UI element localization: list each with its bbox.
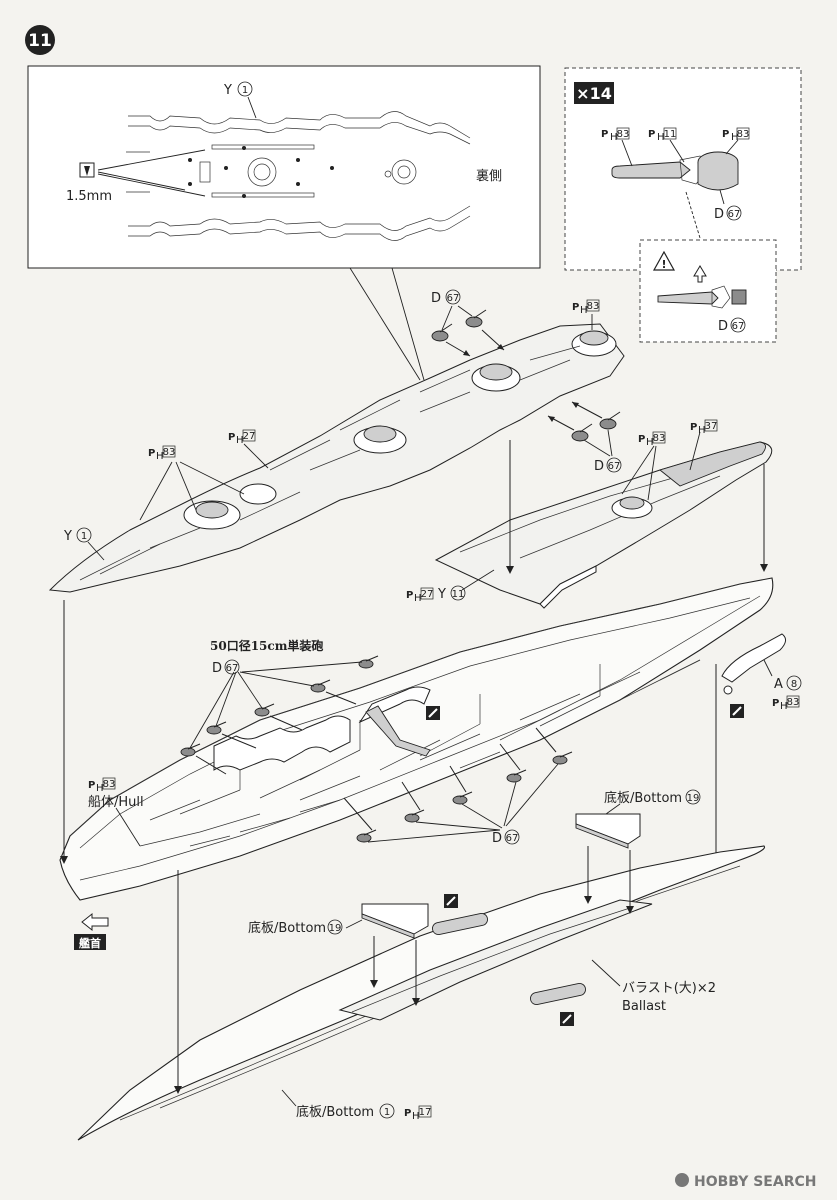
- bow-arrow-icon: [81, 912, 109, 932]
- svg-text:H: H: [412, 1111, 420, 1122]
- gun-title: 50口径15cm単装砲: [210, 638, 323, 653]
- ph27-number: 27: [243, 431, 256, 442]
- inset-ph-turret-prefix: P: [722, 129, 729, 140]
- bow-label: 艦首: [79, 936, 101, 950]
- ph37-number: 37: [705, 421, 718, 432]
- svg-text:!: !: [661, 258, 666, 271]
- inset-ph-barrel-sub: H: [610, 132, 618, 143]
- deck-d-right-number: 67: [608, 461, 621, 472]
- svg-text:P: P: [772, 698, 779, 709]
- y11-number: 11: [452, 589, 465, 600]
- deck-y1-number: 1: [81, 531, 87, 542]
- deck-d-top-letter: D: [431, 291, 441, 306]
- deck-y1-letter: Y: [63, 529, 72, 544]
- svg-text:H: H: [236, 435, 244, 446]
- svg-text:H: H: [156, 451, 164, 462]
- svg-text:P: P: [228, 432, 235, 443]
- inset-d-letter: D: [714, 207, 724, 222]
- watermark-text: HOBBY SEARCH: [694, 1174, 816, 1190]
- ph17-number: 17: [419, 1107, 432, 1118]
- svg-text:H: H: [96, 783, 104, 794]
- forward-deck: P H 83 P H 37 P H 27 Y 11: [406, 419, 773, 609]
- ph83-top-number: 83: [587, 301, 600, 312]
- inset-shield-number: 11: [664, 129, 677, 140]
- deck-guns-top: [431, 309, 621, 442]
- up-arrow-icon: [693, 265, 707, 283]
- glue-icon: [560, 1012, 574, 1026]
- bottom1-text: 底板/Bottom: [296, 1104, 374, 1120]
- bottom-plate: 底板/Bottom 19 底板/Bottom 19 バラスト(大)×2 Ball…: [77, 789, 766, 1141]
- bottom19-left-text: 底板/Bottom: [248, 920, 326, 936]
- svg-text:P: P: [404, 1108, 411, 1119]
- svg-text:P: P: [88, 780, 95, 791]
- inset-ph-shield-sub: H: [657, 132, 665, 143]
- hull: 50口径15cm単装砲 D 67 D 67 P H 83 船体/Hull 艦首 …: [59, 577, 802, 950]
- ph83-fore-number: 83: [653, 433, 666, 444]
- drill-size-label: 1.5mm: [66, 189, 112, 204]
- main-deck: D 67 D 67 P H 83 P H 27 P H 83 Y 1: [48, 289, 625, 593]
- svg-text:H: H: [646, 437, 654, 448]
- svg-text:P: P: [638, 434, 645, 445]
- ph83-hull-number: 83: [103, 779, 116, 790]
- watermark: HOBBY SEARCH: [675, 1173, 816, 1190]
- y11-letter: Y: [437, 587, 446, 602]
- warning-d-letter: D: [718, 319, 728, 334]
- bottom19-top-text: 底板/Bottom: [604, 790, 682, 806]
- a8-letter: A: [774, 677, 783, 692]
- inset-turret-number: 83: [737, 129, 750, 140]
- inset-panel: ×14 P H 83 P H 11 P H 83 D 67: [564, 67, 802, 271]
- svg-text:P: P: [690, 422, 697, 433]
- inset-d-number: 67: [728, 209, 741, 220]
- ph83-a-number: 83: [787, 697, 800, 708]
- step-badge: 11: [25, 25, 55, 55]
- deck-d-top-number: 67: [447, 293, 460, 304]
- detail-part-letter: Y: [223, 83, 232, 98]
- svg-text:H: H: [580, 305, 588, 316]
- hull-d-left-letter: D: [212, 661, 222, 676]
- step-number: 11: [28, 31, 52, 51]
- hull-name: 船体/Hull: [88, 795, 144, 810]
- inset-ph-turret-sub: H: [731, 132, 739, 143]
- ph27-y11-ph-number: 27: [421, 589, 434, 600]
- ballast-en: Ballast: [622, 999, 666, 1014]
- underside-label: 裏側: [476, 169, 502, 184]
- bottom19-top-number: 19: [687, 793, 700, 804]
- bottom19-left-number: 19: [329, 923, 342, 934]
- svg-text:P: P: [148, 448, 155, 459]
- inset-ph-barrel-prefix: P: [601, 129, 608, 140]
- detail-part-number: 1: [242, 85, 248, 96]
- warning-panel: ! D 67: [639, 239, 777, 343]
- inset-ph-shield-prefix: P: [648, 129, 655, 140]
- glue-icon: [444, 894, 458, 908]
- svg-text:H: H: [698, 425, 706, 436]
- svg-text:P: P: [406, 590, 413, 601]
- ballast-jp: バラスト(大)×2: [622, 981, 716, 996]
- bottom1-number: 1: [384, 1107, 390, 1118]
- deck-d-right-letter: D: [594, 459, 604, 474]
- inset-barrel-number: 83: [617, 129, 630, 140]
- detail-panel: 1.5mm Y 1 裏側: [27, 65, 541, 381]
- svg-text:P: P: [572, 302, 579, 313]
- ph83-left-number: 83: [163, 447, 176, 458]
- warning-icon: [652, 250, 676, 271]
- svg-text:H: H: [414, 593, 422, 604]
- a8-number: 8: [791, 679, 797, 690]
- glue-icon: [730, 704, 744, 718]
- hull-d-left-number: 67: [226, 663, 239, 674]
- glue-icon: [426, 706, 440, 720]
- svg-text:H: H: [780, 701, 788, 712]
- hull-d-bottom-number: 67: [506, 833, 519, 844]
- quantity-badge: ×14: [576, 84, 612, 103]
- warning-d-number: 67: [732, 321, 745, 332]
- hull-d-bottom-letter: D: [492, 831, 502, 846]
